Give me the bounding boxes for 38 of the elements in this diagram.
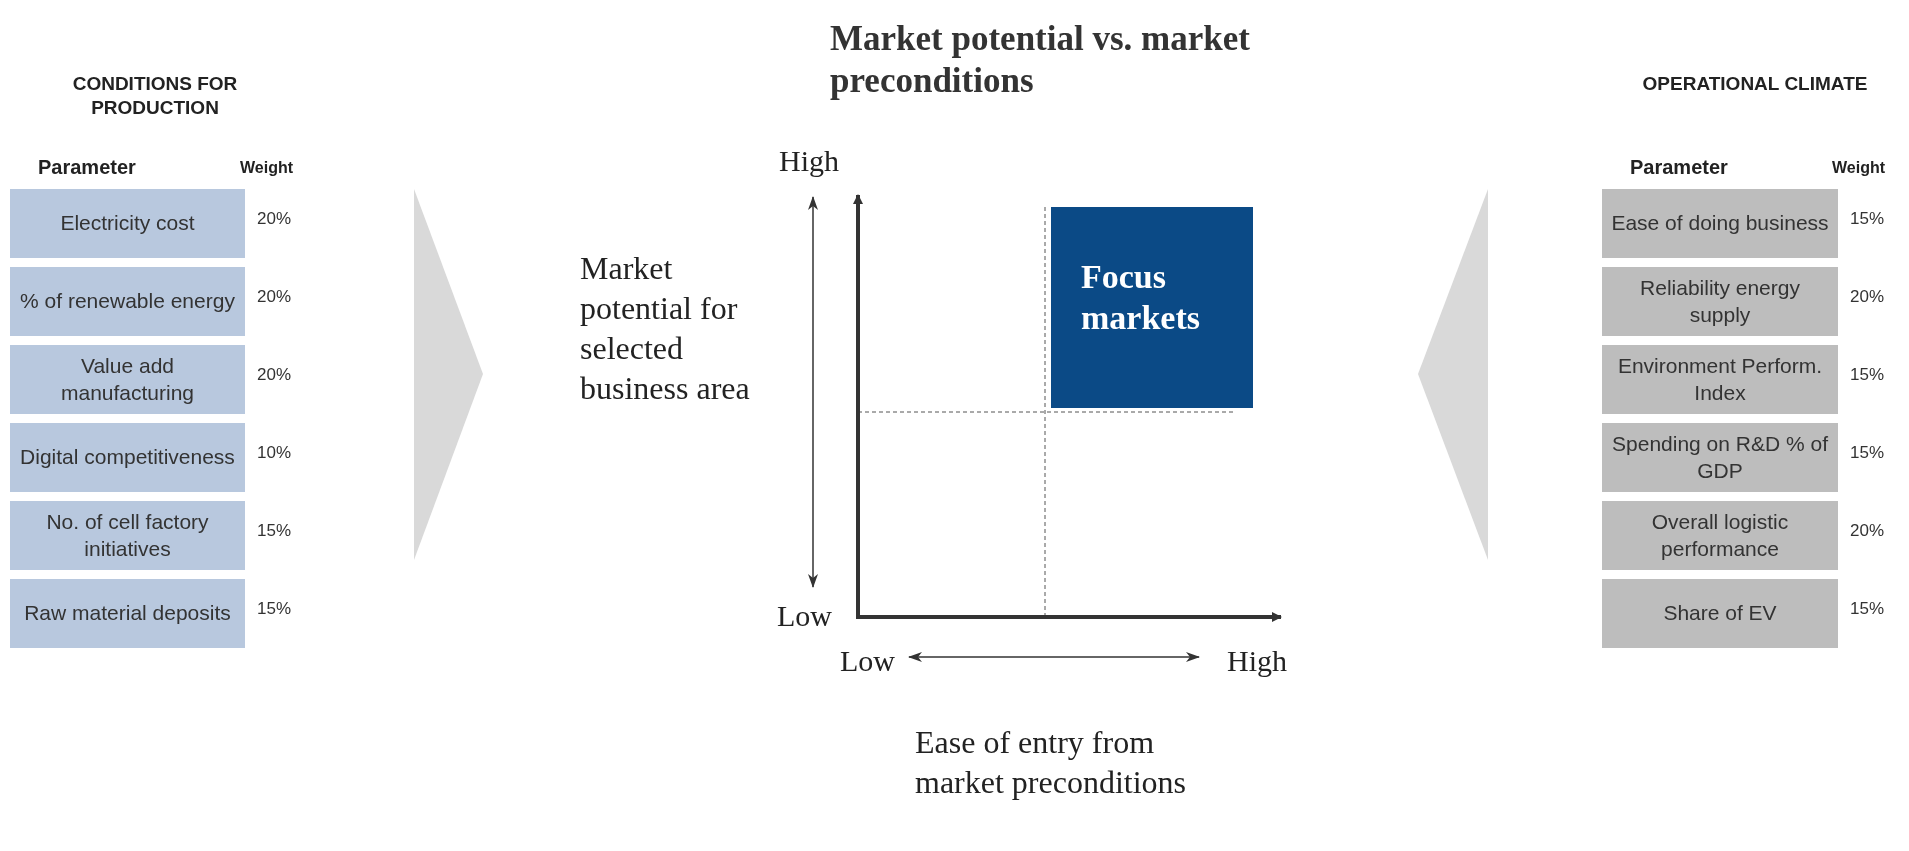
axis-label: High <box>779 143 839 179</box>
parameter-box: No. of cell factory initiatives <box>10 501 245 570</box>
parameter-box: Electricity cost <box>10 189 245 258</box>
parameter-box: Overall logistic performance <box>1602 501 1838 570</box>
axis-title: Market potential for selected business area <box>580 249 750 408</box>
axis-title: Ease of entry from market preconditions <box>915 723 1188 802</box>
chart-title: Market potential vs. market preconditions <box>830 18 1251 102</box>
column-header: Weight <box>1832 158 1886 178</box>
weight-value: 15% <box>1850 443 1885 463</box>
parameter-box: % of renewable energy <box>10 267 245 336</box>
parameter-box: Digital competitiveness <box>10 423 245 492</box>
axis-label: Low <box>777 598 832 634</box>
weight-value: 15% <box>257 599 292 619</box>
weight-value: 10% <box>257 443 292 463</box>
weight-value: 15% <box>1850 599 1885 619</box>
focus-box: Focus markets <box>1051 207 1253 408</box>
weight-value: 15% <box>1850 209 1885 229</box>
parameter-box: Spending on R&D % of GDP <box>1602 423 1838 492</box>
axis-label: High <box>1227 643 1287 679</box>
parameter-box: Ease of doing business <box>1602 189 1838 258</box>
weight-value: 20% <box>257 365 292 385</box>
weight-value: 15% <box>257 521 292 541</box>
parameter-box: Reliability energy supply <box>1602 267 1838 336</box>
weight-value: 20% <box>1850 521 1885 541</box>
parameter-box: Environment Perform. Index <box>1602 345 1838 414</box>
column-header: Parameter <box>1630 155 1728 180</box>
weight-value: 15% <box>1850 365 1885 385</box>
parameter-box: Value add manufacturing <box>10 345 245 414</box>
weight-value: 20% <box>257 287 292 307</box>
column-header: Parameter <box>38 155 136 180</box>
section-heading: CONDITIONS FOR PRODUCTION <box>71 72 239 120</box>
section-heading: OPERATIONAL CLIMATE <box>1641 72 1869 96</box>
column-header: Weight <box>240 158 294 178</box>
weight-value: 20% <box>1850 287 1885 307</box>
axis-label: Low <box>840 643 895 679</box>
parameter-box: Raw material deposits <box>10 579 245 648</box>
parameter-box: Share of EV <box>1602 579 1838 648</box>
weight-value: 20% <box>257 209 292 229</box>
